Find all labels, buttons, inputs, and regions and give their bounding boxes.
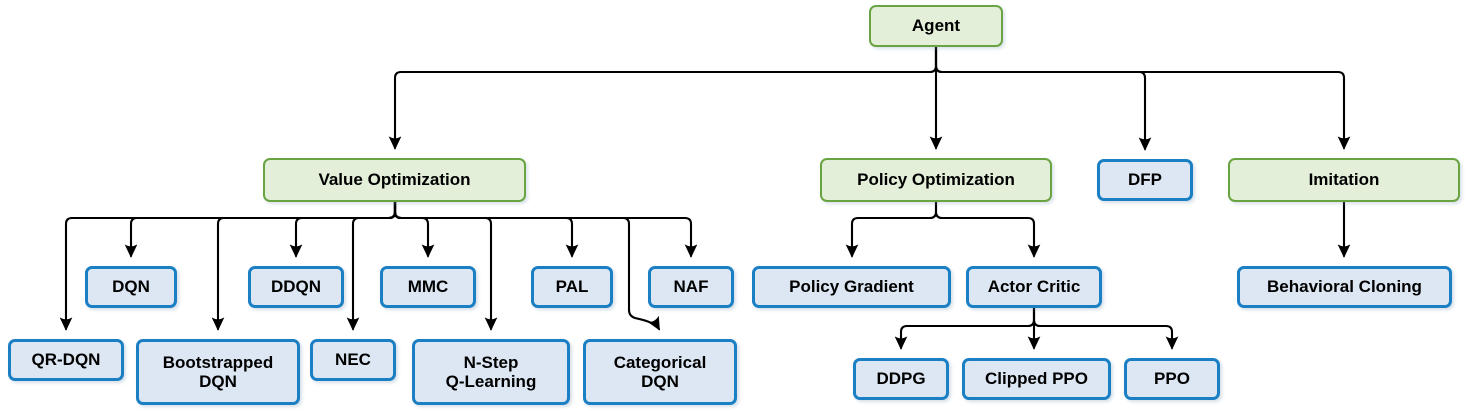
node-qr-dqn[interactable]: QR-DQN (8, 339, 124, 381)
node-imitation[interactable]: Imitation (1228, 158, 1460, 202)
edge-value-optimization-to-pal (393, 200, 579, 258)
edge-value-optimization-to-mmc (393, 200, 435, 258)
node-naf[interactable]: NAF (648, 266, 734, 308)
edge-policy-optimization-to-policy-gradient (845, 200, 938, 258)
edge-value-optimization-to-dqn (124, 200, 397, 258)
node-agent[interactable]: Agent (869, 5, 1003, 47)
node-behavioral-cloning[interactable]: Behavioral Cloning (1237, 266, 1452, 308)
node-clipped-ppo[interactable]: Clipped PPO (962, 358, 1111, 400)
node-policy-optimization[interactable]: Policy Optimization (820, 158, 1052, 202)
node-pal[interactable]: PAL (531, 266, 613, 308)
node-categorical-dqn[interactable]: Categorical DQN (583, 339, 737, 405)
edge-agent-to-imitation (934, 45, 1351, 150)
node-nec[interactable]: NEC (310, 339, 396, 381)
node-dqn[interactable]: DQN (85, 266, 177, 308)
node-ppo[interactable]: PPO (1124, 358, 1220, 400)
edge-actor-critic-to-ppo (1032, 306, 1179, 350)
edge-policy-optimization-to-actor-critic (934, 200, 1041, 258)
connector-group (59, 45, 1351, 350)
edge-value-optimization-to-naf (393, 200, 698, 258)
edge-value-optimization-to-ddqn (289, 200, 397, 258)
edge-agent-to-value-optimization (388, 45, 938, 150)
node-policy-gradient[interactable]: Policy Gradient (752, 266, 951, 308)
node-n-step-q-learning[interactable]: N-Step Q-Learning (412, 339, 570, 405)
node-value-optimization[interactable]: Value Optimization (263, 158, 526, 202)
edge-actor-critic-to-ddpg (894, 306, 1036, 350)
node-mmc[interactable]: MMC (380, 266, 476, 308)
node-actor-critic[interactable]: Actor Critic (966, 266, 1102, 308)
node-ddpg[interactable]: DDPG (853, 358, 949, 400)
node-bootstrapped-dqn[interactable]: Bootstrapped DQN (136, 339, 300, 405)
edge-agent-to-dfp (934, 45, 1152, 151)
node-ddqn[interactable]: DDQN (248, 266, 344, 308)
node-dfp[interactable]: DFP (1097, 159, 1193, 201)
